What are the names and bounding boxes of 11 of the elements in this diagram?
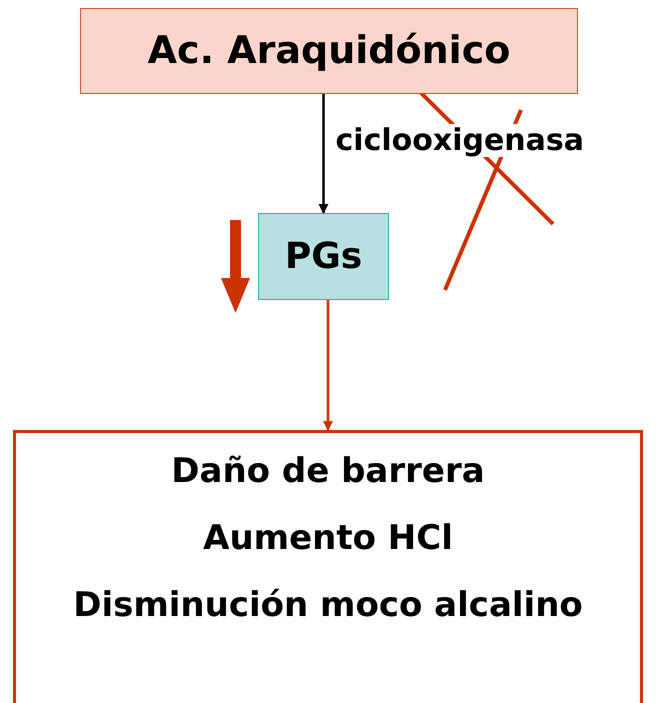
arrow bbox=[318, 94, 328, 214]
edge-label: ciclooxigenasa bbox=[336, 124, 584, 156]
node-text: Ac. Araquidónico bbox=[148, 28, 510, 74]
process-box bbox=[13, 430, 643, 703]
process-box bbox=[258, 213, 389, 300]
node-text: Aumento HCl bbox=[203, 518, 453, 559]
node-text: PGs bbox=[284, 234, 362, 278]
process-box bbox=[80, 8, 578, 94]
arrow bbox=[323, 300, 333, 431]
node-text: Daño de barrera bbox=[171, 451, 485, 492]
node-text: Disminución moco alcalino bbox=[73, 584, 583, 626]
